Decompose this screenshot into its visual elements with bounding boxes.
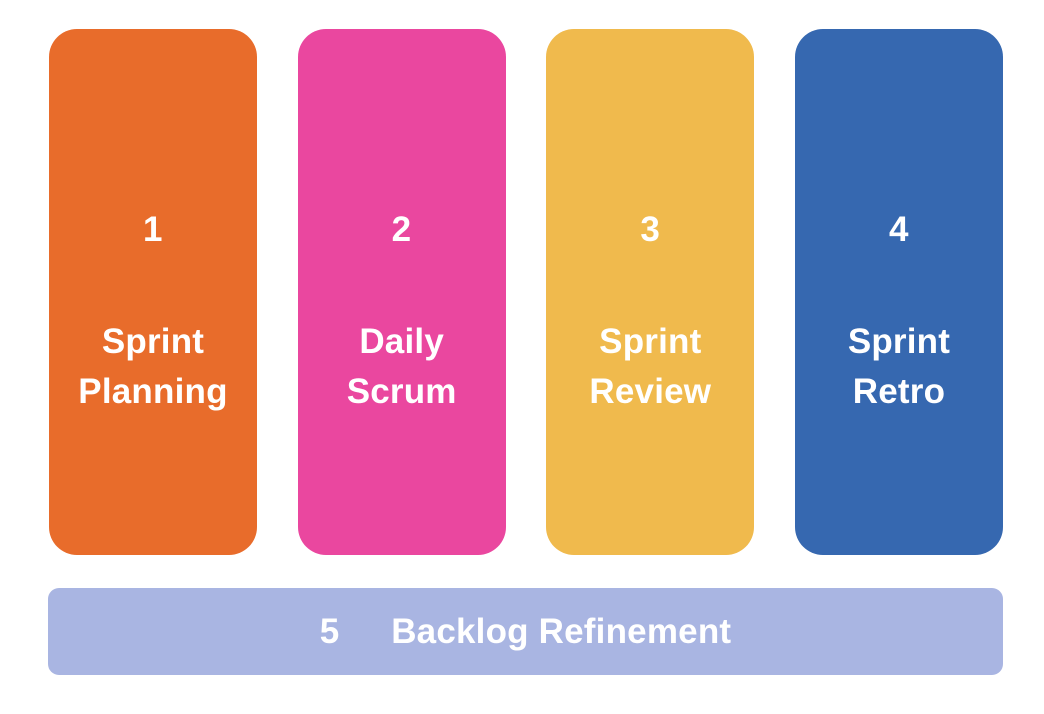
event-card-sprint-planning[interactable]: 1 Sprint Planning [49,29,257,555]
event-card-label: Sprint Review [589,322,712,411]
backlog-refinement-label: Backlog Refinement [391,612,732,651]
event-card-label: Daily Scrum [346,322,457,411]
event-card-label: Sprint Retro [847,322,951,411]
event-cards-row: 1 Sprint Planning 2 Daily Scrum 3 Sprint… [49,29,1003,555]
event-card-number: 2 [391,210,412,249]
event-card-sprint-retro[interactable]: 4 Sprint Retro [794,29,1003,555]
event-card-number: 1 [143,210,163,249]
event-card-number: 3 [640,210,661,249]
backlog-refinement-number: 5 [319,612,340,651]
event-card-daily-scrum[interactable]: 2 Daily Scrum [297,29,506,555]
backlog-refinement-bar[interactable]: 5 Backlog Refinement [48,588,1003,675]
event-card-number: 4 [888,210,909,249]
event-card-sprint-review[interactable]: 3 Sprint Review [546,29,755,555]
event-card-label: Sprint Planning [78,322,228,411]
